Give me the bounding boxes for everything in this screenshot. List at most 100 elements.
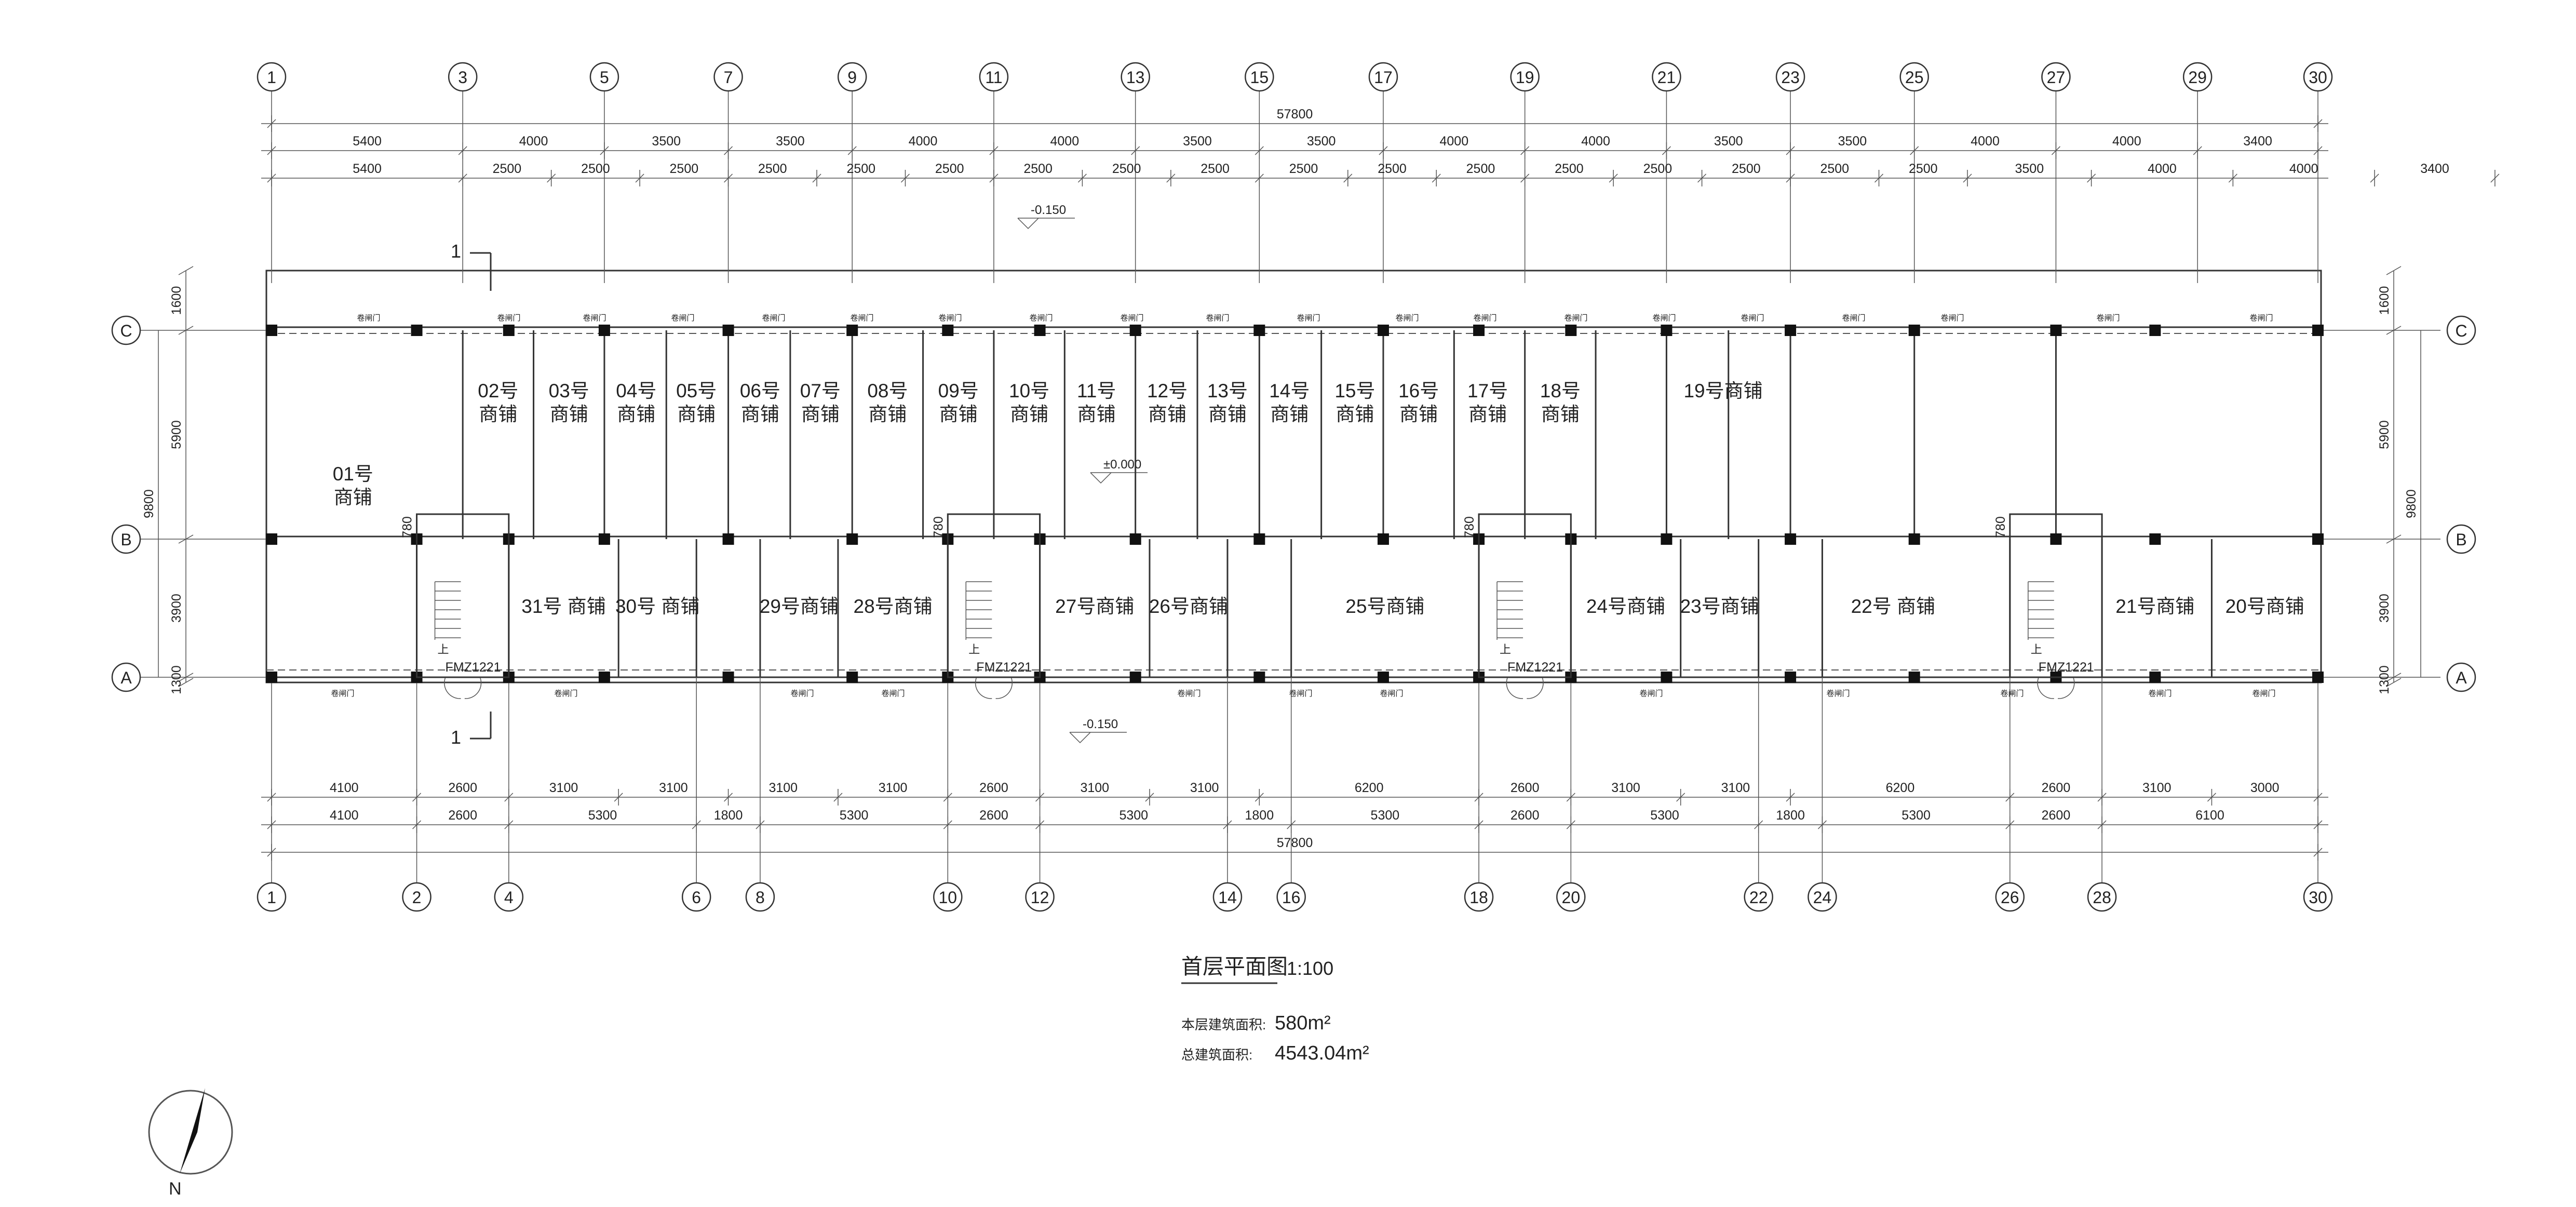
roll-door-label: 卷闸门 <box>1940 314 1964 323</box>
axis-label: 4 <box>504 888 514 907</box>
bottom-dim-1-text: 3100 <box>879 781 908 795</box>
top-dim-2-text: 2500 <box>935 162 964 176</box>
axis-bubble <box>1556 882 1586 912</box>
roll-door-label: 卷闸门 <box>1206 314 1229 323</box>
column <box>722 672 734 683</box>
bottom-dim-1-text: 3100 <box>1190 781 1219 795</box>
axis-label: 1 <box>267 888 276 907</box>
floor-area-value: 580m² <box>1275 1012 1331 1034</box>
stair-offset-text: 780 <box>931 516 946 538</box>
roll-door-label: 卷闸门 <box>850 314 873 323</box>
axis-label: 30 <box>2309 68 2327 87</box>
axis-bubble <box>933 882 963 912</box>
roll-door-label: 卷闸门 <box>1029 314 1053 323</box>
axis-bubble <box>1245 62 1274 92</box>
door-swing-icon <box>2037 677 2054 699</box>
axis-label: 17 <box>1374 68 1393 87</box>
stairwell-box <box>1478 513 1572 678</box>
right-dim-text: 1600 <box>2377 286 2392 315</box>
top-dim-1-text: 4000 <box>909 134 938 149</box>
axis-bubble <box>1121 62 1150 92</box>
stair-up-label: 上 <box>1500 643 1511 656</box>
column <box>2149 672 2161 683</box>
shop-number: 19号商铺 <box>1683 380 1762 401</box>
axis-bubble <box>494 882 524 912</box>
axis-label: 23 <box>1781 68 1800 87</box>
bottom-dim-2-text: 2600 <box>979 808 1008 823</box>
left-tick <box>178 678 194 687</box>
row-bubble-left <box>111 315 141 345</box>
column <box>2149 325 2161 336</box>
top-dim-2-text: 2500 <box>1732 162 1761 176</box>
axis-label: 29 <box>2188 68 2207 87</box>
axis-bubble <box>257 882 287 912</box>
column <box>1661 325 1673 336</box>
column <box>1377 533 1389 545</box>
left-tick <box>178 534 194 544</box>
axis-bubble <box>745 882 775 912</box>
axis-label: 25 <box>1905 68 1924 87</box>
top-dim-2-text: 4000 <box>2289 162 2318 176</box>
stairwell-box <box>416 513 510 678</box>
bottom-dim-2-text: 6100 <box>2195 808 2224 823</box>
shop-name: 商铺 <box>741 404 779 425</box>
axis-bubble <box>1744 882 1773 912</box>
axis-label: 9 <box>847 68 857 87</box>
top-dim-2-text: 2500 <box>581 162 610 176</box>
axis-bubble <box>2303 62 2333 92</box>
right-dim-text: 3900 <box>2377 594 2392 623</box>
column <box>2312 533 2324 545</box>
left-dim-text: 5900 <box>169 420 184 449</box>
axis-bubble <box>1025 882 1055 912</box>
row-bubble-right <box>2446 524 2476 554</box>
roll-door-label: 卷闸门 <box>1564 314 1587 323</box>
shop-name: 商铺 <box>1336 404 1374 425</box>
axis-label: 20 <box>1562 888 1581 907</box>
right-dim-text: 5900 <box>2377 420 2392 449</box>
shop-south-label: 21号商铺 <box>2115 596 2194 617</box>
row-bubble-left <box>111 662 141 692</box>
top-dim-2-text: 2500 <box>493 162 522 176</box>
axis-bubble <box>402 882 431 912</box>
stair-offset-text: 780 <box>1993 516 2008 538</box>
bottom-dim-2-text: 5300 <box>1650 808 1679 823</box>
row-bubble-right <box>2446 662 2476 692</box>
level-value: -0.150 <box>1031 203 1066 217</box>
shop-south-label: 20号商铺 <box>2226 596 2304 617</box>
bottom-dim-2-text: 5300 <box>588 808 617 823</box>
shop-name: 商铺 <box>550 404 588 425</box>
shop-name: 商铺 <box>1010 404 1048 425</box>
roll-door-label: 卷闸门 <box>497 314 520 323</box>
column <box>266 533 277 545</box>
bottom-dim-2-text: 5300 <box>1371 808 1400 823</box>
top-dim-1-text: 3500 <box>1714 134 1743 149</box>
stair-door-code: FMZ1221 <box>1507 660 1563 675</box>
roll-door-label: 卷闸门 <box>1842 314 1865 323</box>
roll-door-label: 卷闸门 <box>1120 314 1143 323</box>
shop-name: 商铺 <box>1541 404 1580 425</box>
shop-number: 13号 <box>1207 380 1248 401</box>
shop-south-label: 23号商铺 <box>1680 596 1759 617</box>
shop-south-label: 30号 商铺 <box>615 596 699 617</box>
column <box>1377 325 1389 336</box>
columns <box>266 325 2324 683</box>
shop-number: 02号 <box>478 380 518 401</box>
door-swing-icon <box>1527 677 1544 699</box>
right-tick <box>2386 678 2402 687</box>
column <box>846 533 858 545</box>
stairwell-box <box>947 513 1041 678</box>
drawing-title: 首层平面图 <box>1181 955 1288 978</box>
shop-name: 商铺 <box>1208 404 1247 425</box>
top-dim-1-text: 4000 <box>1440 134 1469 149</box>
top-dim-1-text: 3500 <box>1183 134 1212 149</box>
roll-door-label: 卷闸门 <box>1380 689 1403 698</box>
axis-label: 6 <box>692 888 701 907</box>
axis-bubble <box>448 62 478 92</box>
row-label-left: A <box>120 668 132 687</box>
shop-name: 商铺 <box>1270 404 1309 425</box>
bottom-dim-2-text: 1800 <box>1245 808 1274 823</box>
column <box>1661 533 1673 545</box>
bottom-dim-1-text: 3100 <box>549 781 578 795</box>
roll-door-label: 卷闸门 <box>938 314 962 323</box>
column <box>1129 325 1141 336</box>
